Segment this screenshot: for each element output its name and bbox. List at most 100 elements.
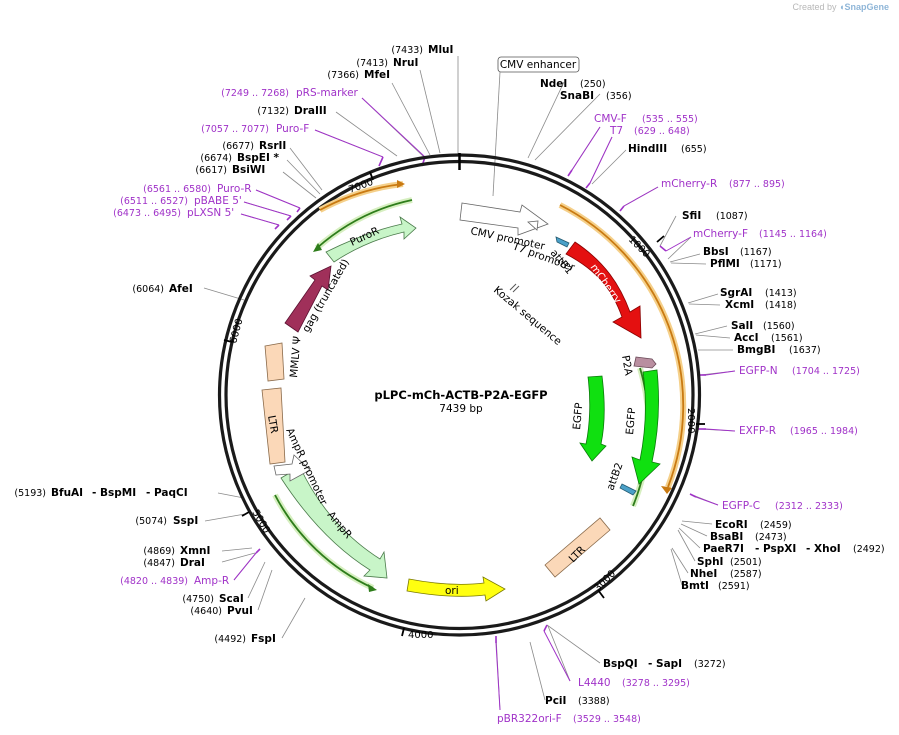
primer-pbr-name: pBR322ori-F — [497, 713, 562, 725]
plasmid-length: 7439 bp — [439, 403, 483, 415]
primer-egfpc-pos: (2312 .. 2333) — [775, 501, 843, 512]
puro-green-arrowhead — [313, 243, 322, 252]
site-xmn-name: XmnI — [180, 545, 210, 557]
site-pae-name: PaeR7I — [703, 543, 744, 555]
site-nhe-name: NheI — [690, 568, 717, 580]
site-bspq-pos: (3272) — [694, 659, 726, 670]
site-ssp-pos: (5074) — [135, 516, 167, 527]
position-ticks — [223, 171, 705, 637]
ltr-left-label: LTR — [265, 414, 280, 434]
site-paqci-name: - PaqCI — [146, 487, 188, 499]
site-bspq-name: BspQI — [603, 658, 638, 670]
site-dra3-name: DraIII — [294, 105, 327, 117]
site-sal-pos: (1560) — [763, 321, 795, 332]
egfp-inner-arrow — [579, 375, 607, 462]
primer-ampr-name: Amp-R — [194, 575, 229, 587]
site-mlu-pos: (7433) — [391, 45, 423, 56]
attb1-arrow — [555, 236, 570, 248]
site-ecor-pos: (2459) — [760, 520, 792, 531]
primer-puror-pos: (6561 .. 6580) — [143, 184, 211, 195]
site-xcm-name: XcmI — [725, 299, 754, 311]
ori-arrow — [406, 576, 506, 602]
primer-leaders — [233, 97, 736, 711]
site-mfe-name: MfeI — [364, 69, 390, 81]
mmlv-label: MMLV Ψ — [288, 336, 304, 378]
cmv-enhancer-label: CMV enhancer — [500, 59, 577, 71]
primer-mchr-pos: (877 .. 895) — [729, 179, 785, 190]
site-ecor-name: EcoRI — [715, 519, 748, 531]
kozak-label: Kozak sequence — [491, 284, 564, 348]
primer-exfpr-name: EXFP-R — [739, 425, 776, 437]
primer-pbabe-pos: (6511 .. 6527) — [120, 196, 188, 207]
site-bsab-name: BsaBI — [710, 531, 743, 543]
site-sal-name: SalI — [731, 320, 753, 332]
ampr-promoter-arrow — [273, 454, 311, 482]
primer-marks — [255, 156, 706, 643]
site-mfe-pos: (7366) — [327, 70, 359, 81]
primer-mchf-pos: (1145 .. 1164) — [759, 229, 827, 240]
site-pci-pos: (3388) — [578, 696, 610, 707]
site-acc-pos: (1561) — [771, 333, 803, 344]
site-pflm-pos: (1171) — [750, 259, 782, 270]
primer-t7-name: T7 — [609, 125, 623, 137]
site-bmgb-name: BmgBI — [737, 344, 775, 356]
site-ssp-name: SspI — [173, 515, 198, 527]
site-nde-pos: (250) — [580, 79, 606, 90]
site-sfi-pos: (1087) — [716, 211, 748, 222]
primer-plxsn-pos: (6473 .. 6495) — [113, 208, 181, 219]
site-pci-name: PciI — [545, 695, 566, 707]
credit-prefix: Created by — [792, 2, 837, 12]
primer-l4440-name: L4440 — [578, 677, 611, 689]
site-bspe-pos: (6674) — [200, 153, 232, 164]
credit-brand: SnapGene — [844, 2, 889, 12]
mcherry-arrow — [565, 241, 642, 339]
site-fsp-pos: (4492) — [214, 634, 246, 645]
primer-mchf-name: mCherry-F — [693, 228, 748, 240]
site-pvu-pos: (4640) — [190, 606, 222, 617]
kozak-mark-2 — [512, 285, 520, 293]
site-pvu-name: PvuI — [227, 605, 253, 617]
primer-mchr-name: mCherry-R — [661, 178, 717, 190]
site-dra-name: DraI — [180, 557, 205, 569]
site-snab-name: SnaBI — [560, 90, 594, 102]
primer-plxsn-name: pLXSN 5' — [187, 207, 234, 219]
mcherry-primer-arrowhead — [661, 486, 672, 494]
ori-label: ori — [445, 585, 459, 597]
puro-primer-arc — [319, 183, 404, 211]
primer-purof-name: Puro-F — [276, 123, 309, 135]
site-bspmi-name: - BspMI — [92, 487, 136, 499]
primer-puror-name: Puro-R — [217, 183, 252, 195]
site-sca-name: ScaI — [219, 593, 244, 605]
site-sgra-pos: (1413) — [765, 288, 797, 299]
site-afe-name: AfeI — [169, 283, 193, 295]
puro-primer-arrowhead — [397, 180, 405, 188]
site-afe-pos: (6064) — [132, 284, 164, 295]
site-sfi-name: SfiI — [682, 210, 701, 222]
site-bsiw-name: BsiWI — [232, 164, 265, 176]
primer-egfpn-pos: (1704 .. 1725) — [792, 366, 860, 377]
tick-4000: 4000 — [408, 630, 433, 641]
ampr-arrow — [280, 466, 388, 579]
primer-exfpr-pos: (1965 .. 1984) — [790, 426, 858, 437]
site-xhoi-name: - XhoI — [806, 543, 841, 555]
kozak-mark-1 — [509, 283, 517, 291]
egfp-inner-label: EGFP — [571, 402, 585, 430]
site-bfua-name: BfuAI — [51, 487, 83, 499]
gag-arrow — [284, 265, 332, 333]
site-nru-pos: (7413) — [356, 58, 388, 69]
site-sapi-name: - SapI — [648, 658, 682, 670]
site-pspxi-name: - PspXI — [755, 543, 796, 555]
site-pflm-name: PflMI — [710, 258, 740, 270]
tick-2000: 2000 — [685, 408, 696, 433]
primer-prs-pos: (7249 .. 7268) — [221, 88, 289, 99]
attb2-arrow — [619, 483, 637, 496]
site-xmn-pos: (4869) — [143, 546, 175, 557]
egfp-outer-arrow — [631, 369, 661, 485]
snapgene-credit: Created by ◖SnapGene — [793, 2, 890, 12]
site-bfua-pos: (5193) — [14, 488, 46, 499]
primer-prs-name: pRS-marker — [296, 87, 359, 99]
site-sph-name: SphI — [697, 556, 723, 568]
site-sgra-name: SgrAI — [720, 287, 752, 299]
primer-pbr-pos: (3529 .. 3548) — [573, 714, 641, 725]
site-dra-pos: (4847) — [143, 558, 175, 569]
